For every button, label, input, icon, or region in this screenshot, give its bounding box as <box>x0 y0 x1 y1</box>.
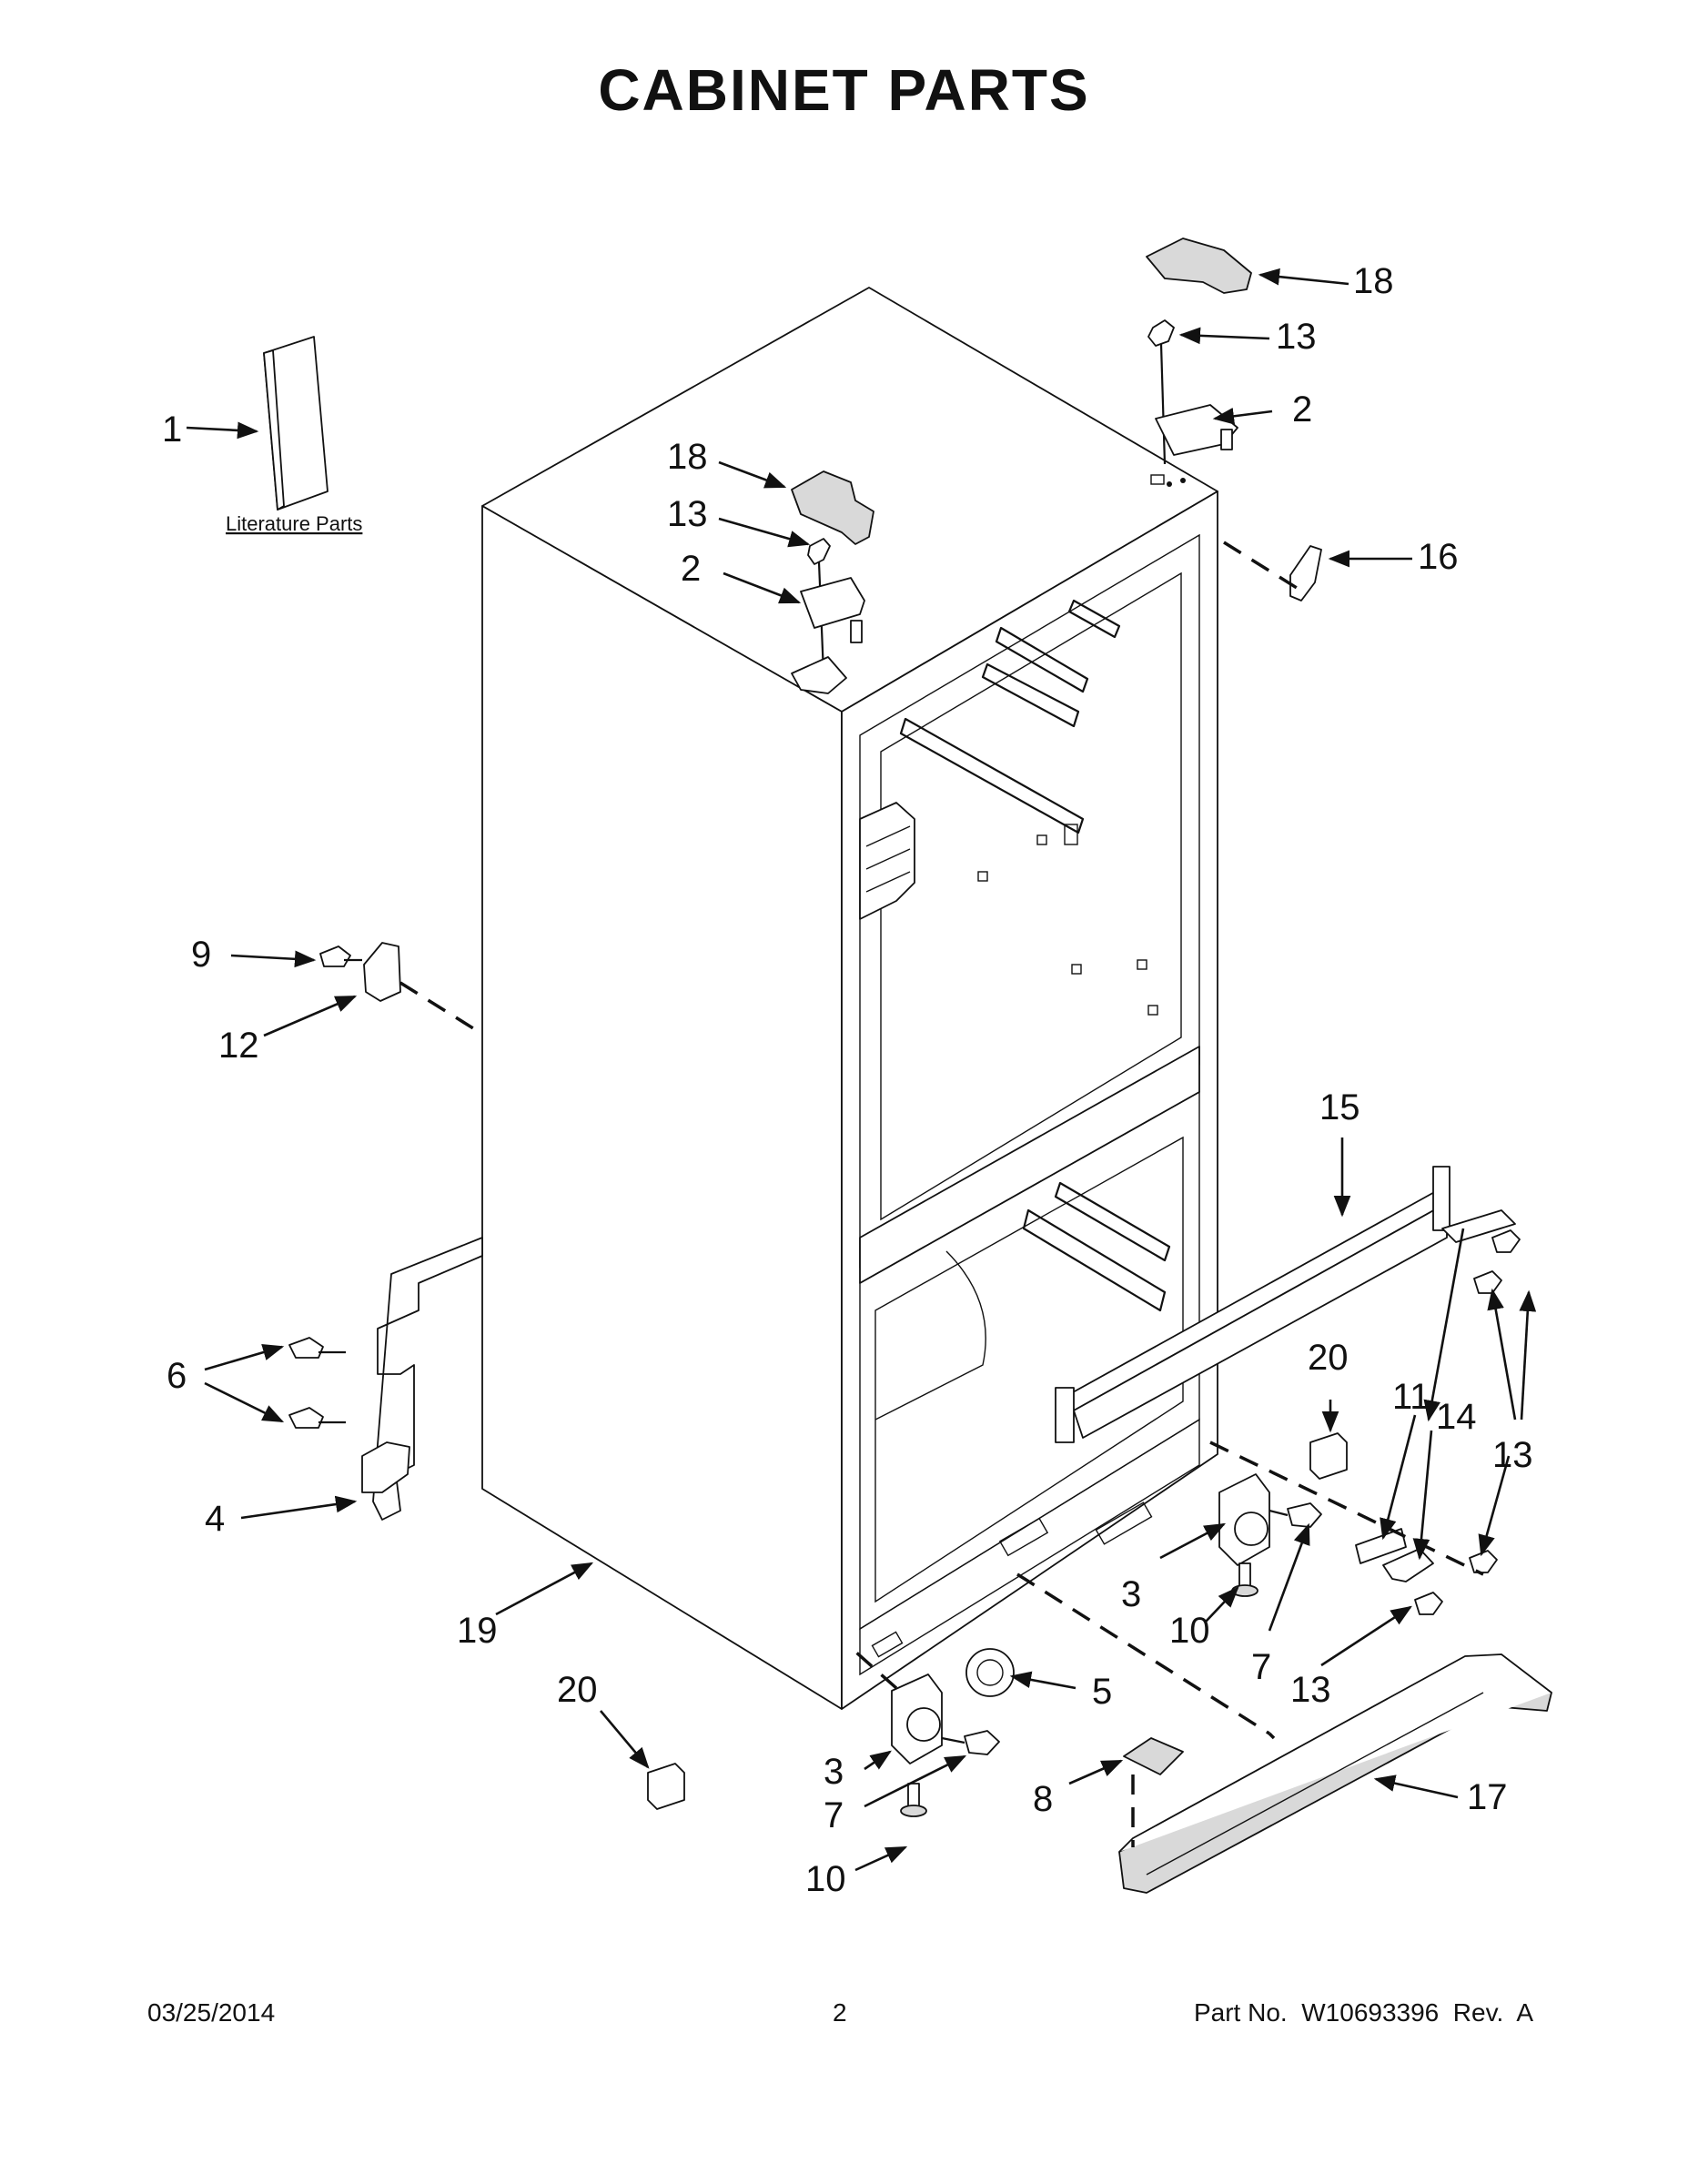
footer-page-number: 2 <box>833 1998 847 2027</box>
roller-left <box>891 1673 1000 1817</box>
callout-11: 11 <box>1392 1377 1430 1417</box>
footer-date: 03/25/2014 <box>147 1998 276 2027</box>
roller-wheel <box>965 1648 1015 1697</box>
callout-15: 15 <box>1319 1087 1360 1127</box>
callout-2-right: 2 <box>1292 389 1312 430</box>
literature-parts <box>263 336 329 511</box>
callout-7-right: 7 <box>1251 1647 1271 1687</box>
callout-13-center: 13 <box>667 494 708 534</box>
callout-17: 17 <box>1467 1777 1508 1817</box>
callout-5: 5 <box>1092 1672 1112 1712</box>
callout-18-right: 18 <box>1353 261 1394 301</box>
callout-13-top-right: 13 <box>1276 317 1317 357</box>
callout-16: 16 <box>1418 537 1459 577</box>
callout-labels: 1 18 13 2 18 13 2 16 9 12 6 4 19 15 20 1… <box>162 261 1533 1899</box>
callout-3-right: 3 <box>1121 1574 1141 1614</box>
callout-19: 19 <box>457 1611 498 1651</box>
literature-label: Literature Parts <box>226 512 362 535</box>
callout-20-left: 20 <box>557 1670 598 1710</box>
foot-pad-right <box>1309 1432 1348 1480</box>
roller-right <box>1218 1473 1322 1597</box>
foot-pad-left <box>647 1763 685 1810</box>
top-hinge-right <box>1146 238 1252 465</box>
callout-14: 14 <box>1436 1397 1477 1437</box>
callout-6: 6 <box>167 1356 187 1396</box>
callout-4: 4 <box>205 1499 225 1539</box>
callout-3-left: 3 <box>824 1752 844 1792</box>
assembly-lines <box>399 541 1484 1847</box>
callout-1: 1 <box>162 410 182 450</box>
page-title: CABINET PARTS <box>598 57 1090 123</box>
hinge-cover-clip <box>1289 545 1322 602</box>
callout-20-right: 20 <box>1308 1338 1349 1378</box>
callout-13-bottom: 13 <box>1290 1670 1331 1710</box>
footer-part-number: Part No. W10693396 Rev. A <box>1193 1998 1533 2027</box>
side-bracket-plate <box>288 1237 483 1521</box>
leader-arrows <box>186 268 1537 1872</box>
door-stop-bracket <box>319 942 401 1002</box>
callout-8: 8 <box>1033 1779 1053 1819</box>
callout-10-left: 10 <box>805 1859 846 1899</box>
callout-2-center: 2 <box>681 549 701 589</box>
callout-18-center: 18 <box>667 437 708 477</box>
callout-12: 12 <box>218 1026 259 1066</box>
callout-9: 9 <box>191 935 211 975</box>
callout-13-right: 13 <box>1492 1435 1533 1475</box>
grille-clip <box>1123 1737 1184 1775</box>
top-hinge-center <box>791 470 874 694</box>
toe-grille <box>1118 1653 1552 1894</box>
callout-7-left: 7 <box>824 1795 844 1835</box>
callout-10-right: 10 <box>1169 1611 1210 1651</box>
